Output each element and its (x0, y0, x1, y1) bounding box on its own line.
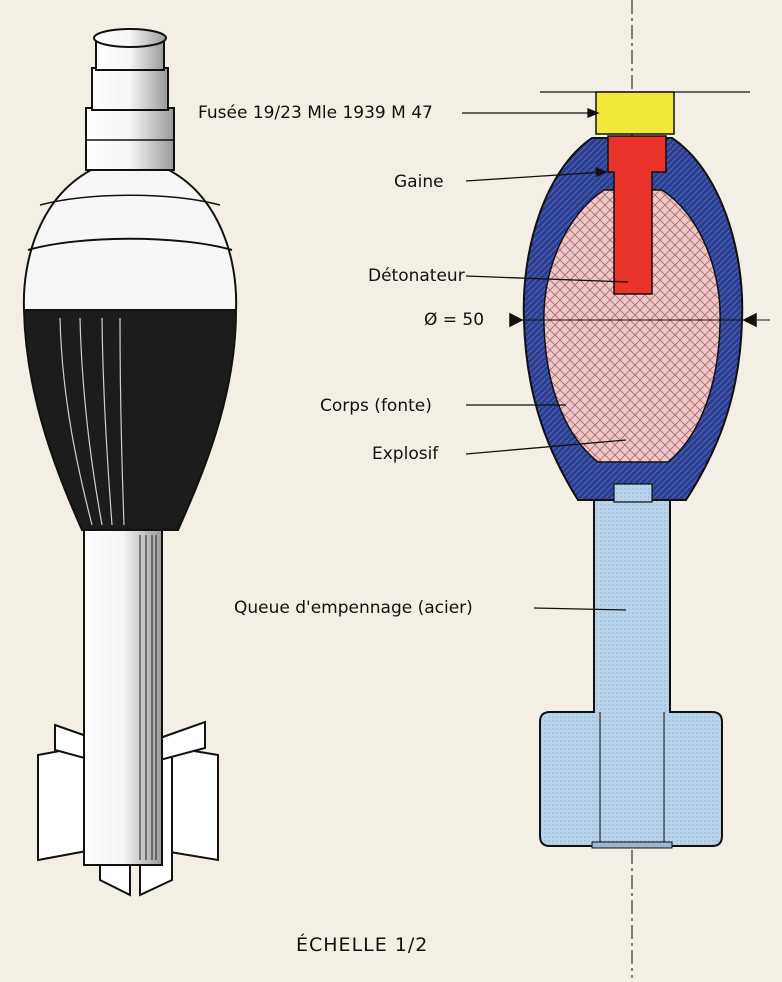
label-explosif: Explosif (372, 444, 439, 464)
tail-section (539, 499, 723, 847)
leader-lines (462, 108, 629, 611)
fuze (595, 91, 675, 135)
tube-shading (139, 535, 157, 860)
diameter-marker (509, 312, 770, 328)
exterior-view (22, 28, 238, 897)
tail-tube (83, 529, 163, 866)
detonator (607, 135, 667, 295)
body-lower (22, 309, 238, 531)
section-view (509, 0, 770, 978)
label-queue: Queue d'empennage (acier) (234, 598, 473, 618)
label-gaine: Gaine (394, 172, 444, 192)
scale-caption: ÉCHELLE 1/2 (296, 934, 429, 956)
label-detonateur: Détonateur (368, 266, 465, 286)
label-fusee: Fusée 19/23 Mle 1939 M 47 (198, 103, 433, 123)
label-corps: Corps (fonte) (320, 396, 432, 416)
label-diametre: Ø = 50 (424, 310, 485, 330)
body-highlights (59, 317, 125, 526)
fuze-exterior (85, 28, 175, 171)
